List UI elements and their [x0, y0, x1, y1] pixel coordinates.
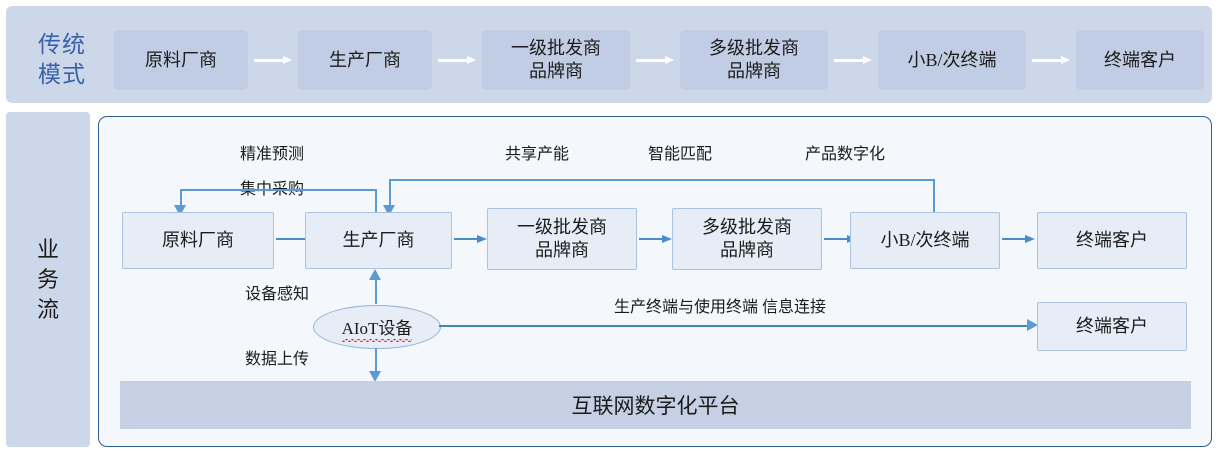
aiot-upload-arrowhead — [369, 371, 381, 382]
aiot-device-node: AIoT设备 — [313, 305, 441, 349]
node-label: 品牌商 — [529, 61, 583, 81]
node-label: 原料厂商 — [162, 230, 234, 250]
traditional-arrow-5 — [1032, 56, 1070, 65]
traditional-mode-label: 传统 模式 — [22, 28, 102, 92]
node-label: 一级批发商 — [511, 38, 601, 58]
arrow-head — [1061, 56, 1070, 64]
arrow-shaft — [276, 238, 307, 240]
node-label: 生产厂商 — [342, 230, 415, 250]
flow-node-primary-wholesaler: 一级批发商 品牌商 — [487, 208, 637, 270]
business-flow-label-char: 流 — [36, 296, 59, 322]
node-label: 多级批发商 — [702, 217, 792, 237]
traditional-node-manufacturer: 生产厂商 — [298, 30, 432, 90]
feedback-bracket-a-arrowhead — [174, 205, 186, 216]
traditional-node-multi-wholesaler: 多级批发商 品牌商 — [680, 30, 828, 90]
business-flow-label-char: 务 — [36, 266, 59, 292]
arrow-head — [1025, 235, 1035, 243]
business-flow-label-char: 业 — [36, 236, 59, 262]
node-label: 品牌商 — [727, 61, 781, 81]
arrow-head — [283, 56, 292, 64]
node-label: 一级批发商 — [517, 217, 607, 237]
aiot-device-label: AIoT设备 — [341, 314, 412, 342]
feedback-bracket-b-right — [933, 179, 935, 213]
flow-node-end-customer-lower: 终端客户 — [1037, 302, 1187, 351]
node-label: 品牌商 — [720, 240, 774, 260]
traditional-mode-band: 传统 模式 原料厂商 生产厂商 一级批发商 品牌商 多级批发商 品牌商 — [6, 6, 1212, 103]
traditional-arrow-3 — [636, 56, 674, 65]
caption-product-digitization: 产品数字化 — [805, 146, 886, 163]
arrow-shaft — [1002, 238, 1026, 240]
caption-device-sensing: 设备感知 — [245, 286, 310, 303]
aiot-upload-line — [375, 348, 377, 374]
traditional-node-end-customer: 终端客户 — [1076, 30, 1204, 90]
feedback-bracket-b-arrowhead — [383, 205, 395, 216]
caption-smart-matching: 智能匹配 — [648, 146, 713, 163]
arrow-head — [665, 56, 674, 64]
caption-terminal-info-connection: 生产终端与使用终端 信息连接 — [614, 299, 827, 316]
terminal-link-line — [439, 325, 1031, 327]
flow-arrow-2 — [454, 235, 487, 244]
business-flow-label: 业 务 流 — [6, 112, 90, 447]
traditional-arrow-2 — [438, 56, 476, 65]
flow-node-multi-wholesaler: 多级批发商 品牌商 — [672, 208, 822, 270]
traditional-mode-label-line1: 传统 — [38, 32, 86, 57]
aiot-sense-arrowhead — [369, 269, 381, 280]
arrow-shaft — [639, 238, 663, 240]
caption-accurate-forecast: 精准预测 — [240, 146, 305, 163]
node-label: 终端客户 — [1104, 49, 1176, 70]
flow-node-raw-material: 原料厂商 — [122, 212, 274, 269]
node-label: 终端客户 — [1076, 230, 1148, 250]
node-label: 生产厂商 — [329, 49, 401, 70]
caption-data-upload: 数据上传 — [245, 351, 310, 368]
arrow-shaft — [1032, 59, 1062, 62]
business-flow-band — [6, 112, 90, 447]
arrow-shaft — [824, 238, 848, 240]
flow-node-manufacturer: 生产厂商 — [305, 212, 452, 269]
arrow-head — [662, 235, 672, 243]
digital-platform-bar: 互联网数字化平台 — [120, 381, 1191, 429]
arrow-shaft — [834, 59, 864, 62]
traditional-node-small-b: 小B/次终端 — [878, 30, 1026, 90]
flow-node-small-b: 小B/次终端 — [850, 212, 1000, 269]
feedback-bracket-a-right — [375, 189, 377, 213]
flow-arrow-3 — [639, 235, 672, 244]
traditional-node-primary-wholesaler: 一级批发商 品牌商 — [482, 30, 630, 90]
traditional-arrow-1 — [254, 56, 292, 65]
arrow-head — [863, 56, 872, 64]
node-label: 小B/次终端 — [907, 49, 997, 70]
arrow-head — [477, 235, 487, 243]
arrow-shaft — [454, 238, 478, 240]
arrow-shaft — [254, 59, 284, 62]
arrow-head — [467, 56, 476, 64]
traditional-node-raw-material: 原料厂商 — [114, 30, 248, 90]
node-label: 多级批发商 — [709, 38, 799, 58]
caption-shared-capacity: 共享产能 — [505, 146, 570, 163]
arrow-shaft — [438, 59, 468, 62]
feedback-bracket-b-top — [389, 179, 934, 181]
arrow-shaft — [636, 59, 666, 62]
terminal-link-arrowhead — [1027, 319, 1038, 331]
node-label: 品牌商 — [535, 240, 589, 260]
node-label: 终端客户 — [1076, 316, 1148, 336]
traditional-arrow-4 — [834, 56, 872, 65]
flow-arrow-5 — [1002, 235, 1035, 244]
feedback-bracket-a-top — [180, 189, 376, 191]
traditional-mode-label-line2: 模式 — [38, 62, 86, 87]
feedback-bracket-a-left — [180, 189, 182, 207]
flow-node-end-customer: 终端客户 — [1037, 212, 1187, 269]
aiot-sense-line — [375, 278, 377, 304]
digital-platform-label: 互联网数字化平台 — [571, 394, 740, 418]
feedback-bracket-b-left — [389, 179, 391, 208]
node-label: 小B/次终端 — [880, 230, 970, 250]
node-label: 原料厂商 — [145, 49, 217, 70]
